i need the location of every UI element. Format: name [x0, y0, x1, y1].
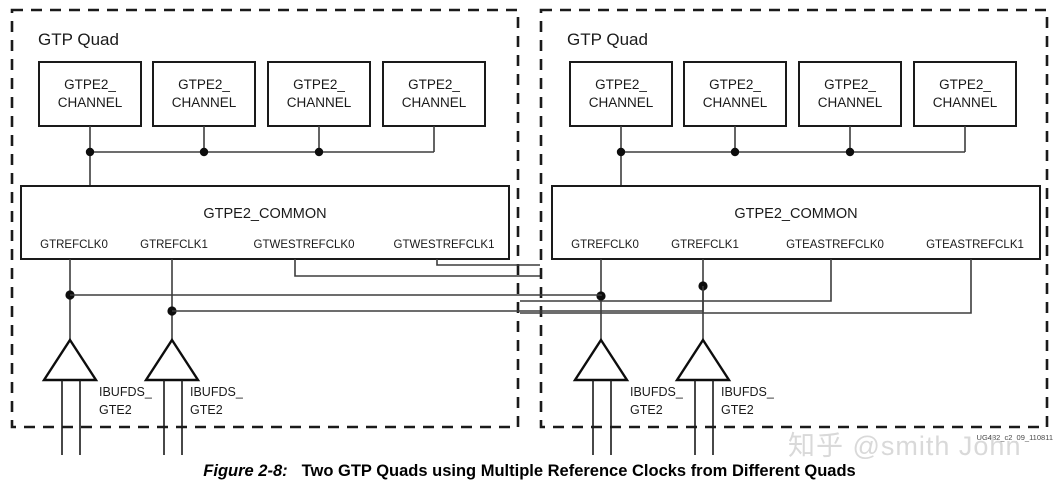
quad-left-west-wires [294, 259, 540, 277]
ibufds-triangle[interactable] [674, 337, 732, 382]
gtp-quad-diagram: GTP Quad GTPE2_ CHANNEL GTPE2_ CHANNEL G… [10, 8, 1053, 455]
quad-left-channel-bus [85, 126, 435, 186]
common-port-label: GTREFCLK1 [140, 239, 208, 251]
bus-junction [199, 147, 209, 157]
channel-box[interactable] [569, 61, 673, 127]
quad-left-refclk-wires [65, 259, 177, 345]
bus-junction [616, 147, 626, 157]
channel-label-line1: GTPE2_ [939, 77, 991, 92]
channel-label-line2: CHANNEL [172, 95, 237, 110]
buffer-label-line1: IBUFDS_ [190, 385, 244, 399]
ibufds-triangle[interactable] [143, 337, 201, 382]
channel-box[interactable] [683, 61, 787, 127]
channel-label-line2: CHANNEL [58, 95, 123, 110]
channel-label-line2: CHANNEL [703, 95, 768, 110]
buffer-label-line1: IBUFDS_ [630, 385, 684, 399]
quad-left-common: GTPE2_COMMON GTREFCLK0 GTREFCLK1 GTWESTR… [20, 185, 510, 260]
quad-right-border [539, 8, 1049, 429]
quad-right-east-wires [520, 259, 972, 314]
channel-label-line2: CHANNEL [589, 95, 654, 110]
quad-right: GTP Quad GTPE2_ CHANNEL GTPE2_ CHANNEL G… [70, 8, 1049, 455]
cross-quad-links [70, 286, 704, 312]
figure-caption-text: Two GTP Quads using Multiple Reference C… [301, 462, 856, 480]
common-title: GTPE2_COMMON [734, 206, 857, 222]
channel-label-line2: CHANNEL [287, 95, 352, 110]
buffer-label-line1: IBUFDS_ [721, 385, 775, 399]
channel-label-line2: CHANNEL [933, 95, 998, 110]
figure-id-tag: UG482_c2_09_110811 [977, 433, 1053, 442]
common-title: GTPE2_COMMON [203, 206, 326, 222]
quad-left-buffers: IBUFDS_ GTE2 IBUFDS_ GTE2 [41, 337, 244, 455]
buffer-label-line2: GTE2 [630, 403, 663, 417]
bus-junction [845, 147, 855, 157]
ibufds-triangle[interactable] [572, 337, 630, 382]
quad-right-title: GTP Quad [567, 30, 648, 49]
bus-junction [85, 147, 95, 157]
figure-caption: Figure 2-8: Two GTP Quads using Multiple … [0, 462, 1059, 481]
buffer-label-line2: GTE2 [99, 403, 132, 417]
common-port-label: GTREFCLK1 [671, 239, 739, 251]
common-port-label: GTWESTREFCLK1 [394, 239, 495, 251]
quad-right-buffers: IBUFDS_ GTE2 IBUFDS_ GTE2 [572, 337, 775, 455]
quad-left-border [10, 8, 520, 429]
channel-box[interactable] [798, 61, 902, 127]
buffer-label-line2: GTE2 [190, 403, 223, 417]
channel-label-line1: GTPE2_ [824, 77, 876, 92]
quad-right-channels: GTPE2_ CHANNEL GTPE2_ CHANNEL GTPE2_ CHA… [569, 61, 1017, 127]
channel-label-line1: GTPE2_ [64, 77, 116, 92]
quad-right-common: GTPE2_COMMON GTREFCLK0 GTREFCLK1 GTEASTR… [551, 185, 1041, 260]
quad-left-channels: GTPE2_ CHANNEL GTPE2_ CHANNEL GTPE2_ CHA… [38, 61, 486, 127]
common-port-label: GTEASTREFCLK0 [786, 239, 884, 251]
common-box[interactable] [20, 185, 510, 260]
figure-number: Figure 2-8: [203, 462, 288, 480]
buffer-label-line1: IBUFDS_ [99, 385, 153, 399]
common-box[interactable] [551, 185, 1041, 260]
channel-label-line1: GTPE2_ [293, 77, 345, 92]
channel-box[interactable] [152, 61, 256, 127]
channel-label-line1: GTPE2_ [408, 77, 460, 92]
channel-box[interactable] [913, 61, 1017, 127]
common-port-label: GTEASTREFCLK1 [926, 239, 1024, 251]
bus-junction [314, 147, 324, 157]
channel-label-line1: GTPE2_ [709, 77, 761, 92]
channel-label-line1: GTPE2_ [178, 77, 230, 92]
common-port-label: GTREFCLK0 [571, 239, 639, 251]
channel-label-line2: CHANNEL [402, 95, 467, 110]
ibufds-triangle[interactable] [41, 337, 99, 382]
quad-right-refclk-wires [596, 259, 708, 345]
channel-box[interactable] [267, 61, 371, 127]
quad-left: GTP Quad GTPE2_ CHANNEL GTPE2_ CHANNEL G… [10, 8, 540, 455]
bus-junction [730, 147, 740, 157]
buffer-label-line2: GTE2 [721, 403, 754, 417]
quad-right-channel-bus [616, 126, 966, 186]
common-port-label: GTWESTREFCLK0 [254, 239, 355, 251]
channel-box[interactable] [382, 61, 486, 127]
quad-left-title: GTP Quad [38, 30, 119, 49]
channel-label-line2: CHANNEL [818, 95, 883, 110]
channel-label-line1: GTPE2_ [595, 77, 647, 92]
channel-box[interactable] [38, 61, 142, 127]
common-port-label: GTREFCLK0 [40, 239, 108, 251]
